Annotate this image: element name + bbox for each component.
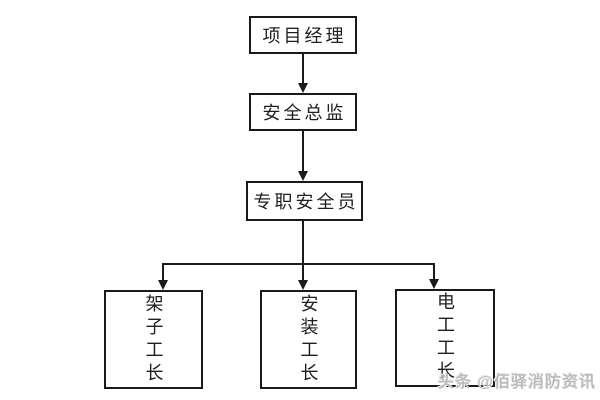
node-scaffolding-foreman: 架子工长 [104,290,203,389]
arrow-down-icon [429,279,439,289]
connector-line [302,263,304,281]
node-fulltime-safety-officer: 专职安全员 [246,181,363,221]
node-safety-director-label: 安全总监 [262,103,347,123]
node-installation-foreman: 安装工长 [260,290,357,389]
connector-line [302,54,304,84]
arrow-down-icon [298,83,308,93]
node-safety-director: 安全总监 [249,93,357,131]
arrow-down-icon [158,280,168,290]
node-fulltime-safety-officer-label: 专职安全员 [253,192,359,212]
connector-line [162,263,164,281]
node-electrician-foreman-label: 电工工长 [435,292,455,384]
node-project-manager-label: 项目经理 [262,26,347,46]
watermark-text: 头条 @佰驿消防资讯 [437,374,596,391]
arrow-down-icon [298,280,308,290]
node-electrician-foreman: 电工工长 [395,289,495,387]
node-scaffolding-foreman-label: 架子工长 [143,293,164,386]
connector-line [302,221,304,265]
node-project-manager: 项目经理 [249,16,357,54]
connector-line [302,131,304,172]
arrow-down-icon [298,171,308,181]
node-installation-foreman-label: 安装工长 [298,293,319,386]
connector-line [433,263,435,280]
connector-line [162,263,435,265]
